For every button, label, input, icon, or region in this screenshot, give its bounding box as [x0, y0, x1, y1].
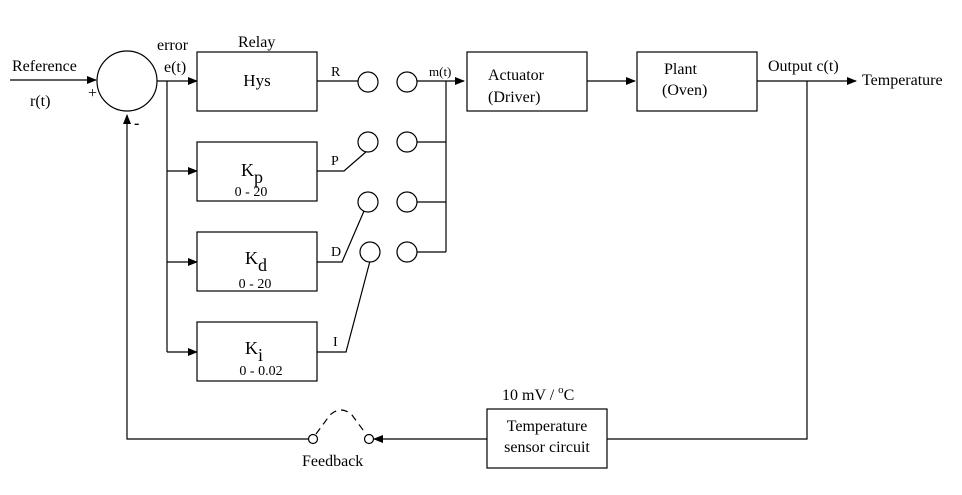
actuator-label: Actuator: [488, 67, 545, 84]
kp-output-line: [317, 150, 368, 172]
plant-block: [636, 51, 758, 112]
sensor-label-line1: Temperature: [507, 418, 588, 435]
switch-i-contact-right: [396, 241, 418, 263]
ki-subscript: i: [258, 345, 263, 365]
ki-symbol: Ki: [245, 338, 263, 365]
kd-subscript: d: [258, 255, 267, 275]
summing-minus-sign: -: [134, 115, 139, 132]
kp-range: 0 - 20: [235, 185, 268, 200]
temperature-output-label: Temperature: [862, 72, 943, 89]
kp-k: K: [241, 160, 254, 180]
switch-d-contact-right: [396, 191, 418, 213]
switch-p-contact-right: [396, 131, 418, 153]
ki-block: [196, 321, 318, 382]
relay-block: [196, 51, 318, 112]
switch-p-label: P: [331, 154, 339, 169]
relay-label: Relay: [238, 34, 275, 51]
oven-label: (Oven): [662, 82, 707, 99]
kd-output-line: [317, 210, 365, 263]
switch-i-contact-left: [359, 241, 381, 263]
plant-label: Plant: [664, 61, 697, 78]
manipulated-signal-label: m(t): [429, 64, 451, 79]
switch-d-label: D: [331, 245, 341, 260]
feedback-label: Feedback: [302, 453, 363, 470]
kd-range: 0 - 20: [239, 277, 272, 292]
feedback-switch-right-contact: [363, 433, 375, 445]
kp-symbol: Kp: [241, 160, 263, 187]
switch-i-label: I: [333, 335, 338, 350]
driver-label: (Driver): [488, 89, 540, 106]
summing-plus-sign: +: [88, 85, 97, 102]
sensor-gain-unit: C: [564, 387, 575, 404]
error-signal-label: e(t): [164, 59, 186, 76]
feedback-switch-left-contact: [307, 433, 319, 445]
reference-signal-label: r(t): [30, 93, 50, 110]
feedback-switch-dashed-link: [315, 409, 367, 435]
hys-label: Hys: [243, 71, 270, 90]
switch-p-contact-left: [357, 131, 379, 153]
reference-label: Reference: [12, 58, 77, 75]
sensor-gain-degree: o: [558, 384, 564, 396]
actuator-block: [466, 51, 588, 112]
ki-output-line: [317, 260, 371, 353]
kd-symbol: Kd: [245, 248, 267, 275]
sensor-gain-prefix: 10 mV /: [502, 387, 558, 404]
switch-r-contact-right: [396, 71, 418, 93]
output-to-sensor-line: [607, 81, 808, 440]
ki-range: 0 - 0.02: [239, 364, 282, 379]
ki-k: K: [245, 338, 258, 358]
output-label: Output c(t): [768, 58, 839, 75]
sensor-label-line2: sensor circuit: [504, 439, 590, 456]
switch-r-contact-left: [357, 71, 379, 93]
sensor-gain-label: 10 mV / oC: [502, 384, 574, 404]
switch-d-contact-left: [357, 191, 379, 213]
summing-junction: [96, 50, 158, 112]
switch-r-label: R: [331, 65, 341, 80]
kd-k: K: [245, 248, 258, 268]
feedback-return-line: [123, 114, 308, 440]
kp-subscript: p: [254, 167, 263, 187]
error-label: error: [157, 37, 189, 54]
